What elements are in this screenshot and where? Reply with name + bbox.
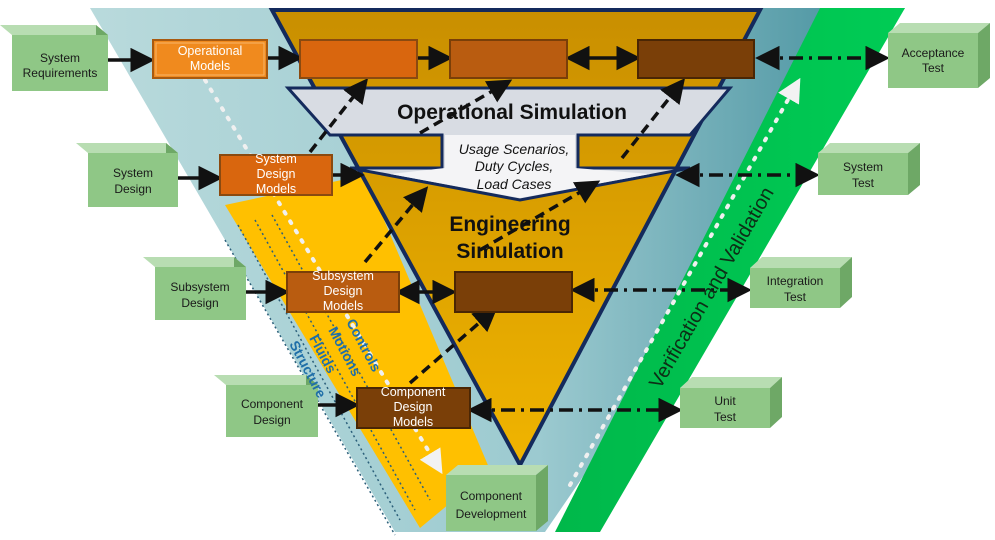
engineering-simulation-line2: Simulation [456,240,563,263]
design-flow-dotted-arrow [203,78,443,475]
engineering-model-block [454,271,573,313]
usage-text-line1: Usage Scenarios, [459,141,570,157]
acceptance-test-box: Acceptance Test [888,23,990,88]
system-test-box: System Test [818,143,920,195]
system-design-box: System Design [76,143,178,207]
system-requirements-line1: System [40,51,80,65]
system-test-line1: System [843,160,883,174]
subsystem-design-models-box: Subsystem Design Models [286,269,400,313]
unit-test-line1: Unit [714,394,736,408]
engineering-simulation-line1: Engineering [449,213,570,236]
subsystem-design-models-line2: Design [324,284,363,298]
arrows [108,45,890,423]
system-design-line1: System [113,166,153,180]
usage-text-line2: Duty Cycles, [475,158,554,174]
system-test-line2: Test [852,176,875,190]
integration-test-line2: Test [784,290,807,304]
system-design-models-line2: Design [257,167,296,181]
system-design-line2: Design [114,182,151,196]
component-design-box: Component Design [214,375,318,437]
integration-test-line1: Integration [767,274,824,288]
component-design-models-box: Component Design Models [356,385,471,429]
operational-model-block-3 [637,39,755,79]
usage-text-line3: Load Cases [477,176,552,192]
component-development-box: Component Development [446,465,548,531]
system-requirements-box: System Requirements [0,25,108,91]
operational-simulation-title: Operational Simulation [397,101,627,124]
operational-models-box: Operational Models [152,39,268,79]
operational-models-line1: Operational [178,44,243,58]
subsystem-design-models-line3: Models [323,299,363,313]
component-design-models-line1: Component [381,385,446,399]
system-design-models-line3: Models [256,182,296,196]
system-design-models-box: System Design Models [219,152,333,196]
subsystem-design-line1: Subsystem [170,280,229,294]
subsystem-design-box: Subsystem Design [143,257,246,320]
component-design-line1: Component [241,397,304,411]
unit-test-box: Unit Test [680,377,782,428]
system-requirements-line2: Requirements [23,66,98,80]
component-development-line2: Development [456,507,527,521]
system-design-models-line1: System [255,152,297,166]
operational-model-block-2 [449,39,568,79]
component-design-models-line2: Design [394,400,433,414]
acceptance-test-line2: Test [922,61,945,75]
component-design-line2: Design [253,413,290,427]
component-development-line1: Component [460,489,523,503]
unit-test-line2: Test [714,410,737,424]
operational-models-line2: Models [190,59,230,73]
subsystem-design-line2: Design [181,296,218,310]
operational-model-block-1 [299,39,418,79]
subsystem-design-models-line1: Subsystem [312,269,374,283]
acceptance-test-line1: Acceptance [902,46,965,60]
component-design-models-line3: Models [393,415,433,429]
integration-test-box: Integration Test [750,257,852,308]
